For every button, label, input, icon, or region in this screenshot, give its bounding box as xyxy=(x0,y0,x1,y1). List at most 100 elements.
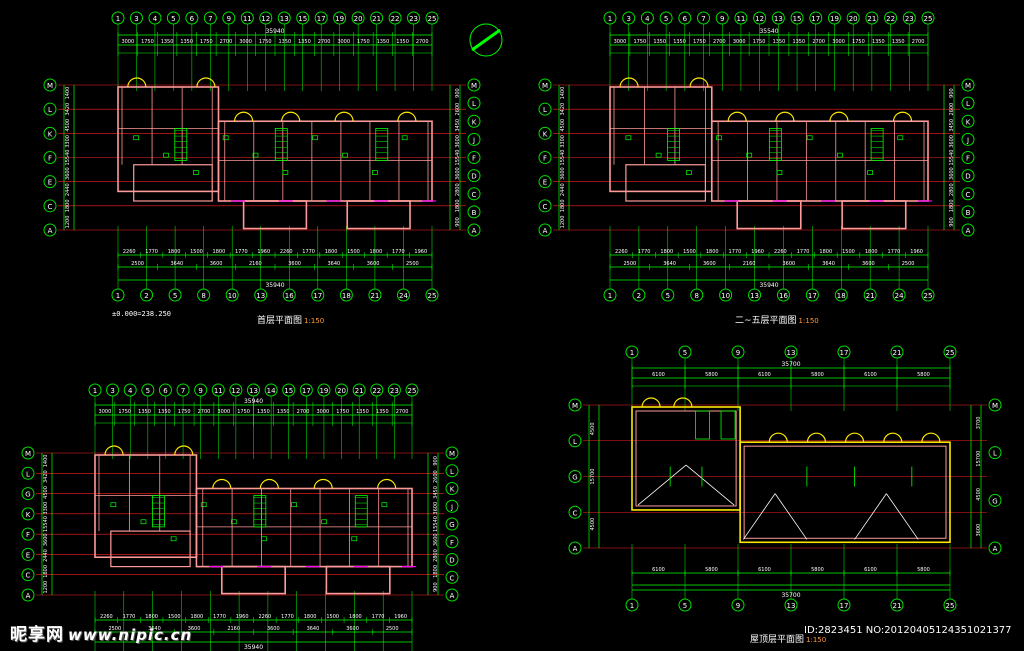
dim-label: 1960 xyxy=(414,249,427,255)
roof-parapet xyxy=(743,445,947,539)
axis-bubble xyxy=(568,470,582,483)
bay-window xyxy=(689,77,709,88)
wall-outline xyxy=(94,454,198,559)
axis-bubble xyxy=(317,383,331,397)
dim-label: 1770 xyxy=(392,249,405,255)
axis-bubble xyxy=(335,383,349,397)
axis-bubble xyxy=(961,78,975,92)
plan-title-text: 二~五层平面图 xyxy=(735,316,797,326)
dim-label: 6100 xyxy=(652,567,665,573)
axis-bubble-label: 10 xyxy=(228,292,237,300)
axis-bubble-label: 13 xyxy=(787,602,796,610)
fixture xyxy=(625,135,632,141)
wall-outline xyxy=(710,120,929,202)
dim-label: 2700 xyxy=(297,409,310,415)
dim-label-v: 2600 xyxy=(949,103,955,116)
axis-bubble xyxy=(467,151,481,164)
dim-label: 1800 xyxy=(145,614,158,620)
dim-label: 1350 xyxy=(653,39,666,45)
dim-label-v: 3600 xyxy=(433,533,439,546)
dim-label: 1350 xyxy=(298,39,311,45)
axis-bubble xyxy=(538,151,552,164)
axis-bubble xyxy=(538,78,552,92)
axis-bubble xyxy=(961,223,975,237)
dim-label: 1350 xyxy=(396,39,409,45)
stair xyxy=(253,495,267,528)
axis-bubble-label: 17 xyxy=(317,15,326,23)
axis-bubble-label: 20 xyxy=(337,387,346,395)
dim-label: 2700 xyxy=(912,39,925,45)
fixture xyxy=(342,152,348,158)
dim-label-v: 4500 xyxy=(590,518,596,531)
axis-bubble-label: 11 xyxy=(736,15,745,23)
dim-label-v: 900 xyxy=(455,88,461,98)
wall-outline xyxy=(346,200,411,230)
axis-bubble-label: 9 xyxy=(720,15,724,23)
dim-label: 1800 xyxy=(325,249,338,255)
stair xyxy=(870,128,884,161)
wall-outline xyxy=(625,164,707,202)
axis-bubble-label: G xyxy=(449,521,454,529)
dim-label: 2700 xyxy=(396,409,409,415)
dim-label-v: 2600 xyxy=(433,470,439,483)
axis-bubble xyxy=(467,169,481,183)
axis-bubble-label: 24 xyxy=(895,292,904,300)
dim-label-v: 4500 xyxy=(43,486,49,499)
axis-bubble-label: 12 xyxy=(261,15,270,23)
axis-bubble-label: 23 xyxy=(390,387,399,395)
axis-bubble-label: 19 xyxy=(335,15,344,23)
dim-label: 1750 xyxy=(178,409,191,415)
roof-outline xyxy=(631,406,741,511)
roof-hip xyxy=(685,464,735,506)
axis-bubble-label: 4 xyxy=(645,15,650,23)
dim-label: 1960 xyxy=(236,614,249,620)
dim-label: 2160 xyxy=(249,261,262,267)
axis-bubble-label: 10 xyxy=(721,292,730,300)
roof-hip xyxy=(742,493,776,540)
axis-bubble-label: 6 xyxy=(683,15,688,23)
axis-bubble xyxy=(370,11,384,25)
fixture xyxy=(746,152,753,158)
bay-window xyxy=(174,445,194,456)
dim-label: 3640 xyxy=(328,261,341,267)
axis-bubble-label: 25 xyxy=(946,349,955,357)
dim-label-v: 3600 xyxy=(455,167,461,180)
stair xyxy=(151,495,165,528)
dim-label-v: 15540 xyxy=(560,150,566,166)
bay-window xyxy=(619,77,639,88)
axis-bubble xyxy=(731,598,745,612)
dim-label-v: 1200 xyxy=(43,581,49,594)
bay-window xyxy=(313,478,333,489)
axis-bubble xyxy=(21,547,35,561)
axis-bubble xyxy=(21,588,35,602)
dim-label: 1770 xyxy=(302,249,315,255)
axis-bubble-label: K xyxy=(472,118,477,126)
dim-label: 3640 xyxy=(171,261,184,267)
dim-label: 1350 xyxy=(376,409,389,415)
dim-label-v: 1200 xyxy=(65,216,71,229)
axis-bubble xyxy=(988,398,1002,412)
dim-label-v: 15540 xyxy=(455,150,461,166)
bay-window xyxy=(829,111,849,122)
plan-third-variant: 1345679111213141517192021222325125810131… xyxy=(21,383,459,651)
dim-label: 3000 xyxy=(121,39,134,45)
axis-bubble-label: 13 xyxy=(249,387,258,395)
axis-bubble-label: 3 xyxy=(110,387,114,395)
bay-window xyxy=(334,111,354,122)
axis-bubble xyxy=(229,383,243,397)
axis-bubble xyxy=(185,11,199,25)
axis-bubble xyxy=(299,383,313,397)
axis-bubble-label: 1 xyxy=(608,15,612,23)
dim-label: 2160 xyxy=(227,626,240,632)
axis-bubble xyxy=(21,466,35,480)
dim-label: 2500 xyxy=(131,261,144,267)
axis-bubble xyxy=(352,383,366,397)
axis-bubble-label: 12 xyxy=(755,15,764,23)
axis-bubble-label: 6 xyxy=(190,15,195,23)
axis-bubble xyxy=(203,11,217,25)
axis-bubble-label: 4 xyxy=(128,387,133,395)
axis-bubble xyxy=(123,383,137,397)
dim-label: 1750 xyxy=(693,39,706,45)
axis-bubble-label: M xyxy=(47,82,53,90)
axis-bubble xyxy=(43,151,57,164)
